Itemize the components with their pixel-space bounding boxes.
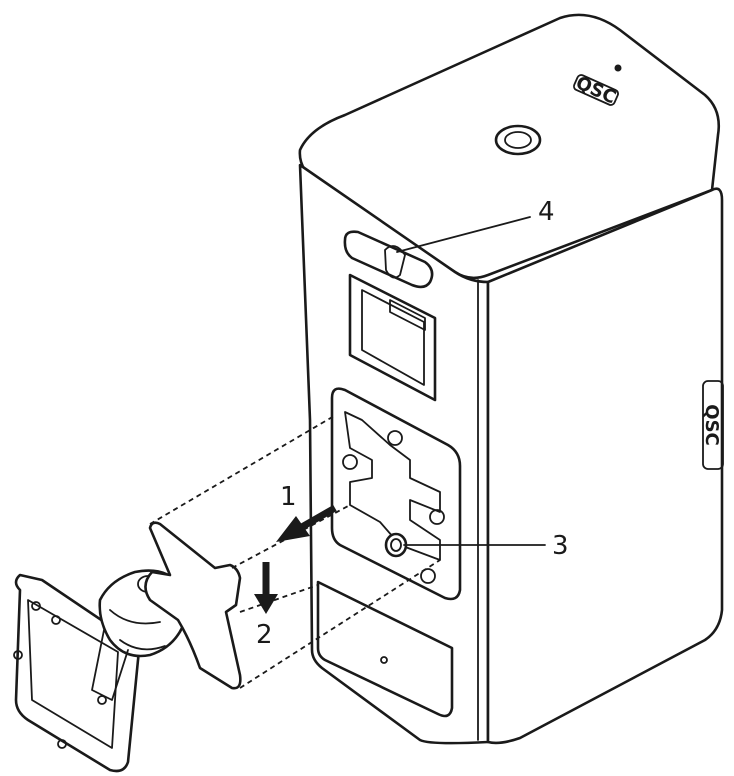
callout-4: 4 <box>538 197 555 227</box>
arrow-2 <box>254 562 278 614</box>
callout-3: 3 <box>552 531 569 561</box>
callout-1: 1 <box>280 482 297 512</box>
side-logo: QSC <box>701 380 724 470</box>
thumb-screw <box>384 532 408 558</box>
arrow-1 <box>276 504 337 542</box>
speaker-cabinet: QSC QSC <box>298 13 724 745</box>
side-logo-text: QSC <box>701 404 722 445</box>
wall-bracket <box>13 521 242 773</box>
leader-4 <box>396 216 531 253</box>
callout-2: 2 <box>256 620 273 650</box>
